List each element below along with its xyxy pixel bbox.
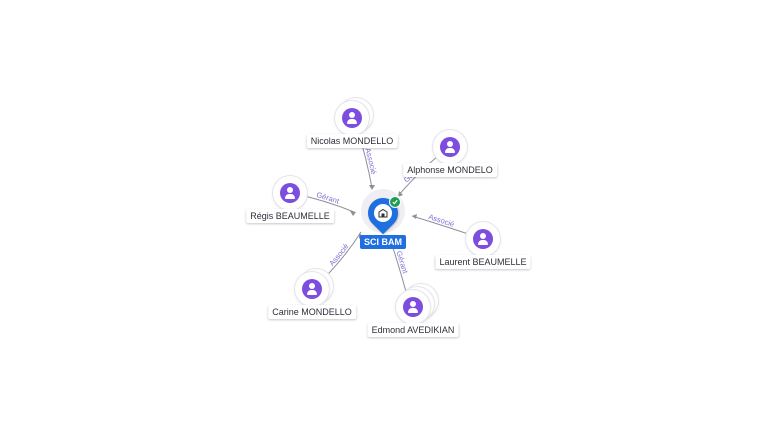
arrow-icon [412, 214, 417, 219]
svg-text:Gérant: Gérant [315, 190, 341, 206]
edge-label: Associé [363, 147, 378, 175]
person-icon [342, 108, 362, 128]
arrow-icon [369, 185, 375, 190]
person-icon [473, 229, 493, 249]
edge-label: Gérant [315, 190, 341, 206]
svg-text:Gérant: Gérant [394, 250, 410, 276]
svg-text:Associé: Associé [427, 212, 455, 229]
person-name[interactable]: Carine MONDELLO [268, 305, 356, 319]
person-name[interactable]: Nicolas MONDELLO [306, 134, 398, 148]
edge-label: Gérant [394, 250, 410, 276]
edge-label: Associé [327, 242, 350, 268]
svg-text:Associé: Associé [363, 147, 378, 175]
person-name[interactable]: Laurent BEAUMELLE [435, 255, 531, 269]
person-icon [403, 297, 423, 317]
svg-text:Associé: Associé [327, 242, 350, 268]
check-icon [389, 196, 401, 208]
map-pin-icon [361, 191, 405, 235]
company-name[interactable]: SCI BAM [360, 235, 406, 249]
person-icon [440, 137, 460, 157]
building-icon [378, 208, 388, 218]
person-name[interactable]: Alphonse MONDELO [403, 163, 497, 177]
person-icon [280, 183, 300, 203]
edge-label: Associé [427, 212, 455, 229]
person-name[interactable]: Régis BEAUMELLE [246, 209, 334, 223]
arrow-icon [350, 211, 356, 216]
person-name[interactable]: Edmond AVEDIKIAN [367, 323, 459, 337]
person-icon [302, 279, 322, 299]
